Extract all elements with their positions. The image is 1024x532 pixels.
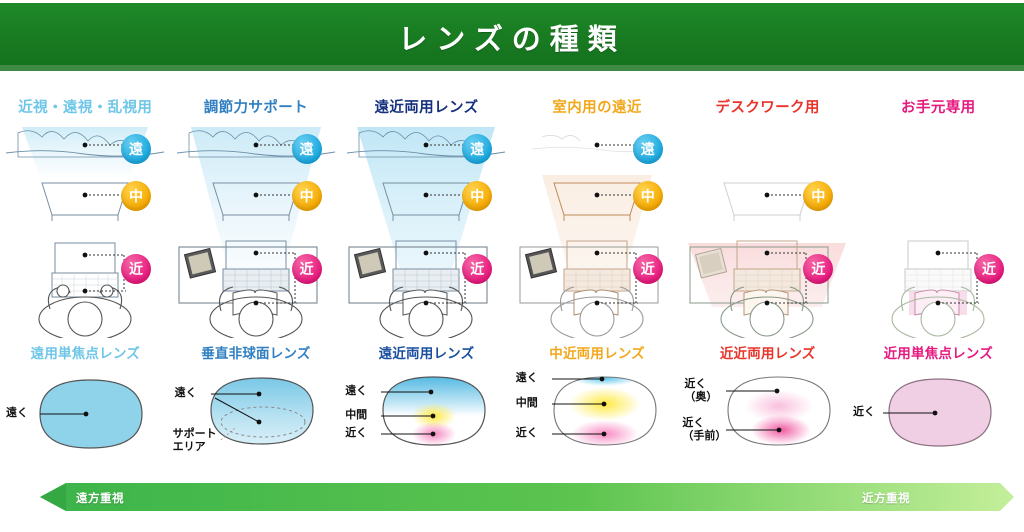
double-arrow-icon — [40, 483, 1014, 511]
lens-diagram-5: 近く （奥） 近く （手前） — [682, 366, 853, 462]
badge-near-1: 近 — [121, 254, 151, 284]
lens-type-columns: 近視・遠視・乱視用 — [0, 95, 1024, 485]
title-banner: レンズの種類 — [0, 3, 1024, 71]
zone-label-4-2: 近く — [515, 427, 538, 439]
badge-mid-5: 中 — [803, 181, 834, 211]
lens-column-3[interactable]: 遠近両用レンズ — [341, 95, 512, 485]
zone-label-3-1: 中間 — [345, 409, 368, 421]
lens-name-5: 近近両用レンズ — [719, 346, 816, 361]
badge-mid-1: 中 — [121, 181, 151, 211]
arrow-label-near: 近方重視 — [862, 493, 910, 505]
lens-name-1: 遠用単焦点レンズ — [30, 346, 140, 361]
column-header-5: デスクワーク用 — [715, 100, 820, 116]
badge-far-4: 遠 — [632, 134, 663, 164]
arrow-label-far: 遠方重視 — [76, 493, 124, 505]
badge-near-6: 近 — [973, 254, 1004, 284]
lens-name-2: 垂直非球面レンズ — [201, 346, 311, 361]
zone-label-3-2: 近く — [345, 427, 368, 439]
badge-mid-3: 中 — [462, 181, 493, 211]
usage-scene-5: 中 近 — [682, 123, 853, 338]
column-header-6: お手元専用 — [901, 100, 976, 116]
zone-label-5-1: 近く （手前） — [682, 417, 727, 442]
column-header-4: 室内用の遠近 — [552, 100, 642, 116]
column-header-3: 遠近両用レンズ — [374, 100, 479, 116]
zone-label-2-0: 遠く — [174, 387, 197, 399]
scene-illustration-6 — [891, 240, 985, 338]
lens-diagram-2: 遠く サポート エリア — [171, 366, 342, 462]
badge-mid-4: 中 — [632, 181, 663, 211]
lens-column-5[interactable]: デスクワーク用 — [682, 95, 853, 485]
badge-near-5: 近 — [803, 254, 834, 284]
lens-diagram-1: 遠く — [0, 366, 171, 462]
usage-scene-2: 遠 中 近 — [171, 123, 342, 338]
zone-label-5-0: 近く （奥） — [684, 378, 718, 403]
page-title: レンズの種類 — [398, 24, 626, 56]
zone-label-2-1: サポート エリア — [172, 428, 217, 453]
lens-diagram-3: 遠く 中間 近く — [341, 366, 512, 462]
lens-column-1[interactable]: 近視・遠視・乱視用 — [0, 95, 171, 485]
zone-label-1-0: 遠く — [6, 407, 28, 419]
column-header-1: 近視・遠視・乱視用 — [18, 100, 153, 116]
badge-far-1: 遠 — [121, 134, 151, 164]
usage-scene-1: 遠 中 近 — [0, 123, 171, 338]
emphasis-arrow-bar: 遠方重視 近方重視 — [0, 481, 1024, 521]
zone-label-4-0: 遠く — [515, 372, 538, 384]
zone-label-4-1: 中間 — [515, 397, 538, 409]
lens-name-3: 遠近両用レンズ — [378, 346, 475, 361]
badge-near-4: 近 — [632, 254, 663, 284]
lens-column-4[interactable]: 室内用の遠近 — [512, 95, 683, 485]
scene-illustration-5 — [688, 182, 847, 338]
lens-name-4: 中近両用レンズ — [549, 346, 645, 361]
lens-diagram-6: 近く — [853, 366, 1024, 462]
badge-far-3: 遠 — [462, 134, 493, 164]
zone-label-3-0: 遠く — [345, 385, 368, 397]
usage-scene-6: 近 — [853, 123, 1024, 338]
lens-name-6: 近用単焦点レンズ — [883, 346, 993, 361]
lens-diagram-4: 遠く 中間 近く — [512, 366, 683, 462]
badge-near-3: 近 — [462, 254, 493, 284]
column-header-2: 調節力サポート — [203, 100, 309, 116]
usage-scene-4: 遠 中 近 — [512, 123, 683, 338]
badge-near-2: 近 — [291, 254, 322, 284]
badge-far-2: 遠 — [291, 134, 322, 164]
zone-label-6-0: 近く — [852, 406, 875, 418]
lens-column-6[interactable]: お手元専用 — [853, 95, 1024, 485]
scene-illustration-4 — [519, 135, 664, 338]
usage-scene-3: 遠 中 近 — [341, 123, 512, 338]
lens-column-2[interactable]: 調節力サポート — [171, 95, 342, 485]
scene-illustration-1 — [5, 127, 165, 338]
badge-mid-2: 中 — [291, 181, 322, 211]
